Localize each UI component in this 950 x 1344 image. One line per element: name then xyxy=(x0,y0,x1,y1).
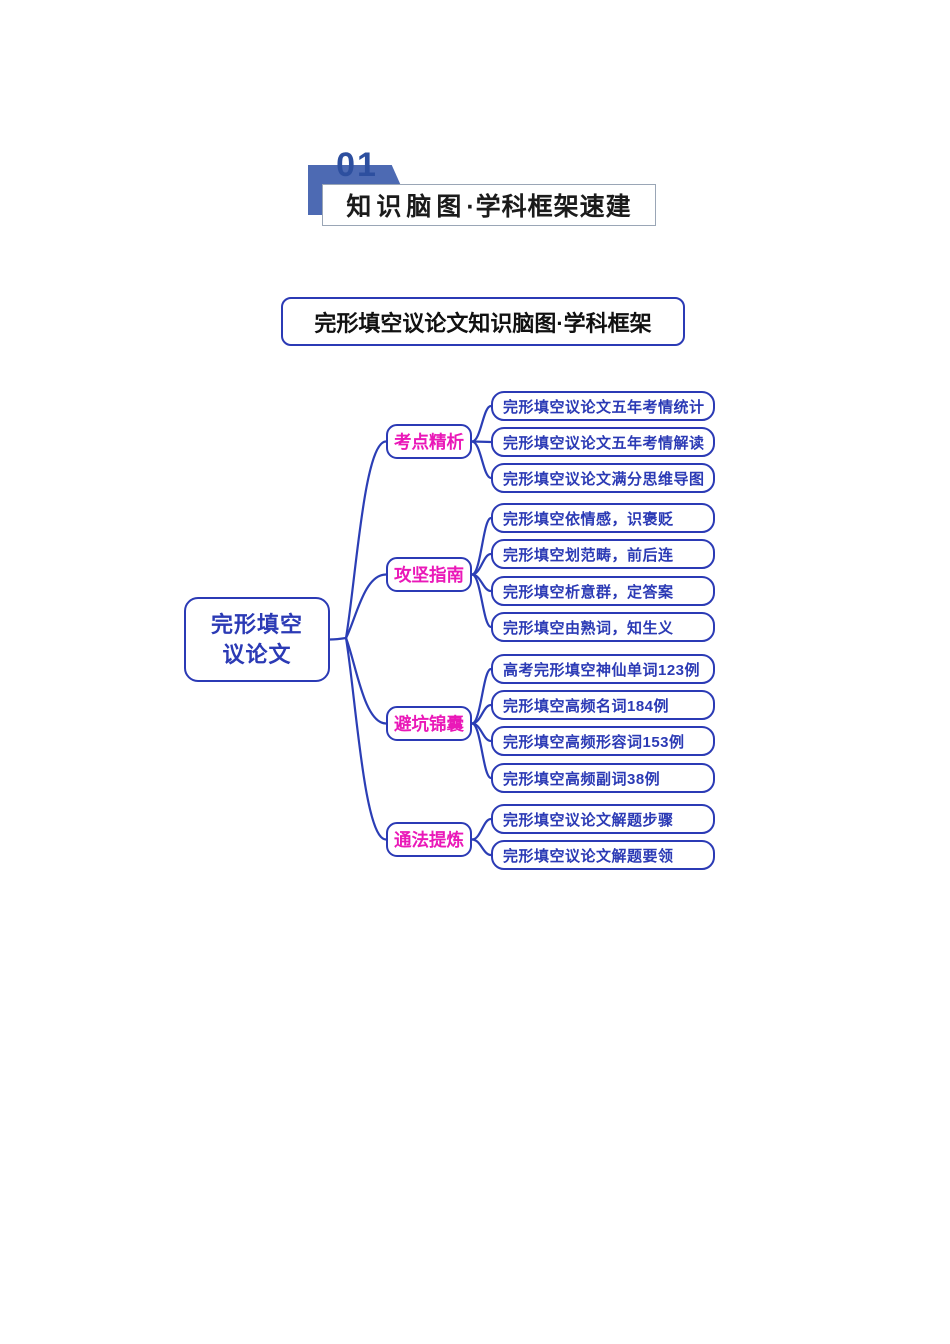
leaf-node-3-2: 完形填空高频名词184例 xyxy=(491,690,715,720)
mindmap-title: 完形填空议论文知识脑图·学科框架 xyxy=(281,297,685,346)
branch-node-1: 考点精析 xyxy=(386,424,472,459)
leaf-node-2-4: 完形填空由熟词，知生义 xyxy=(491,612,715,642)
leaf-node-2-2: 完形填空划范畴，前后连 xyxy=(491,539,715,569)
mindmap-root-node: 完形填空 议论文 xyxy=(184,597,330,682)
branch-node-3: 避坑锦囊 xyxy=(386,706,472,741)
leaf-node-3-4: 完形填空高频副词38例 xyxy=(491,763,715,793)
branch-node-2: 攻坚指南 xyxy=(386,557,472,592)
root-label-line2: 议论文 xyxy=(222,641,292,667)
leaf-node-3-3: 完形填空高频形容词153例 xyxy=(491,726,715,756)
root-label-line1: 完形填空 xyxy=(210,611,303,637)
leaf-node-1-1: 完形填空议论文五年考情统计 xyxy=(491,391,715,421)
leaf-node-3-1: 高考完形填空神仙单词123例 xyxy=(491,654,715,684)
branch-node-4: 通法提炼 xyxy=(386,822,472,857)
leaf-node-1-2: 完形填空议论文五年考情解读 xyxy=(491,427,715,457)
leaf-node-4-1: 完形填空议论文解题步骤 xyxy=(491,804,715,834)
leaf-node-2-1: 完形填空依情感，识褒贬 xyxy=(491,503,715,533)
section-title-strong: 知识脑图 xyxy=(346,193,467,221)
leaf-node-4-2: 完形填空议论文解题要领 xyxy=(491,840,715,870)
section-number: 01 xyxy=(336,146,378,184)
leaf-node-1-3: 完形填空议论文满分思维导图 xyxy=(491,463,715,493)
section-title-box: 知识脑图·学科框架速建 xyxy=(322,184,656,226)
section-title-rest: ·学科框架速建 xyxy=(466,193,632,221)
leaf-node-2-3: 完形填空析意群，定答案 xyxy=(491,576,715,606)
